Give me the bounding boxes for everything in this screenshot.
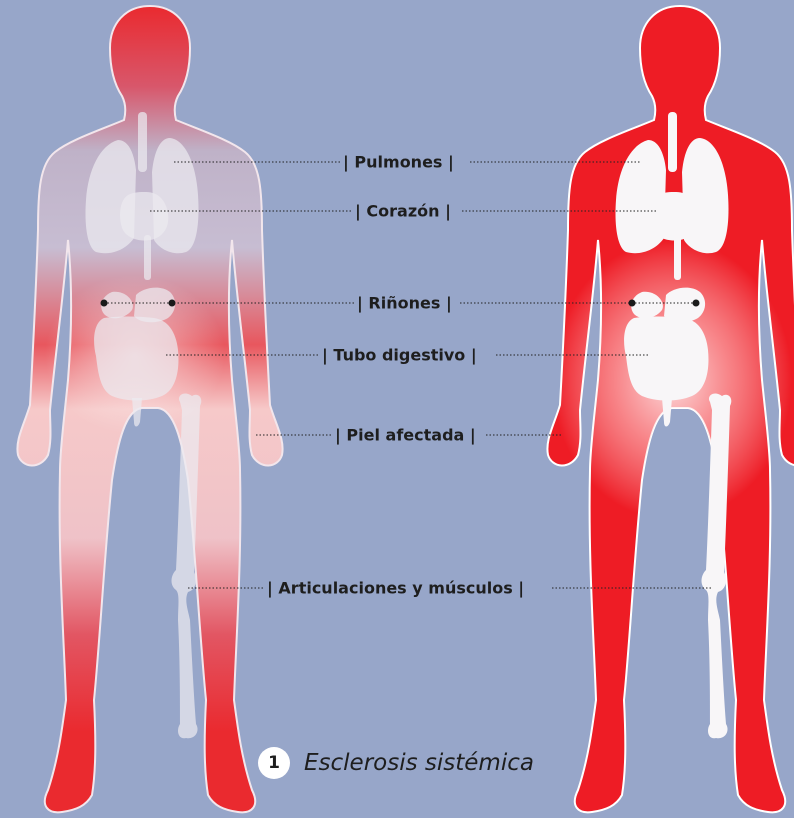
left-figure-body — [17, 6, 282, 812]
label-joints: | Articulaciones y músculos | — [267, 579, 524, 598]
label-heart: | Corazón | — [355, 202, 451, 221]
figure-caption: 1 Esclerosis sistémica — [258, 747, 534, 779]
caption-title: Esclerosis sistémica — [304, 750, 534, 776]
label-gut: | Tubo digestivo | — [322, 346, 477, 365]
caption-number-badge: 1 — [258, 747, 290, 779]
label-lungs: | Pulmones | — [343, 153, 454, 172]
label-skin: | Piel afectada | — [335, 426, 476, 445]
label-kidneys: | Riñones | — [357, 294, 452, 313]
